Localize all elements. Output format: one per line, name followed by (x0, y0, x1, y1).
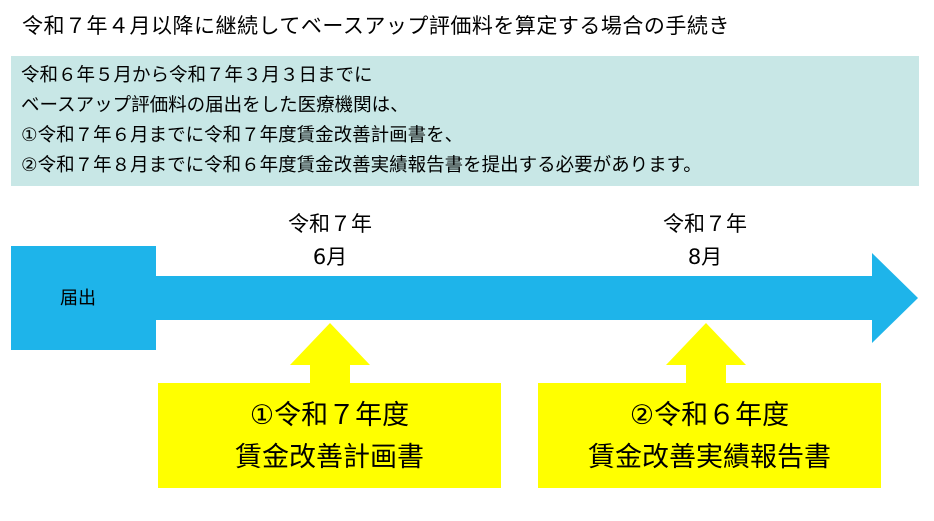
milestone-june: 令和７年 6月 (250, 208, 410, 274)
notice-line-1: 令和６年５月から令和７年３月３日までに (21, 65, 373, 86)
document-plan-line-2: 賃金改善計画書 (235, 442, 424, 473)
document-box-plan: ①令和７年度 賃金改善計画書 (158, 383, 501, 488)
document-plan-line-1: ①令和７年度 (249, 400, 410, 431)
notice-box: 令和６年５月から令和７年３月３日までに ベースアップ評価料の届出をした医療機関は… (11, 56, 919, 186)
submission-label: 届出 (60, 288, 96, 309)
pointer-arrow-june (290, 323, 370, 383)
document-report-line-1: ②令和６年度 (629, 400, 790, 431)
notice-line-3: ①令和７年６月までに令和７年度賃金改善計画書を、 (21, 125, 464, 146)
diagram-title: 令和７年４月以降に継続してベースアップ評価料を算定する場合の手続き (22, 14, 730, 38)
notice-line-4: ②令和７年８月までに令和６年度賃金改善実績報告書を提出する必要があります。 (21, 155, 702, 176)
document-report-line-2: 賃金改善実績報告書 (588, 442, 831, 473)
submission-block (11, 246, 156, 350)
milestone-august-year: 令和７年 (663, 212, 747, 236)
pointer-arrow-august (666, 323, 746, 383)
milestone-june-year: 令和７年 (288, 212, 372, 236)
timeline-arrow (156, 253, 918, 343)
milestone-june-month: 6月 (312, 245, 348, 269)
milestone-august-month: 8月 (687, 245, 723, 269)
document-box-report: ②令和６年度 賃金改善実績報告書 (538, 383, 881, 488)
milestone-august: 令和７年 8月 (625, 208, 785, 274)
notice-line-2: ベースアップ評価料の届出をした医療機関は、 (21, 95, 409, 116)
